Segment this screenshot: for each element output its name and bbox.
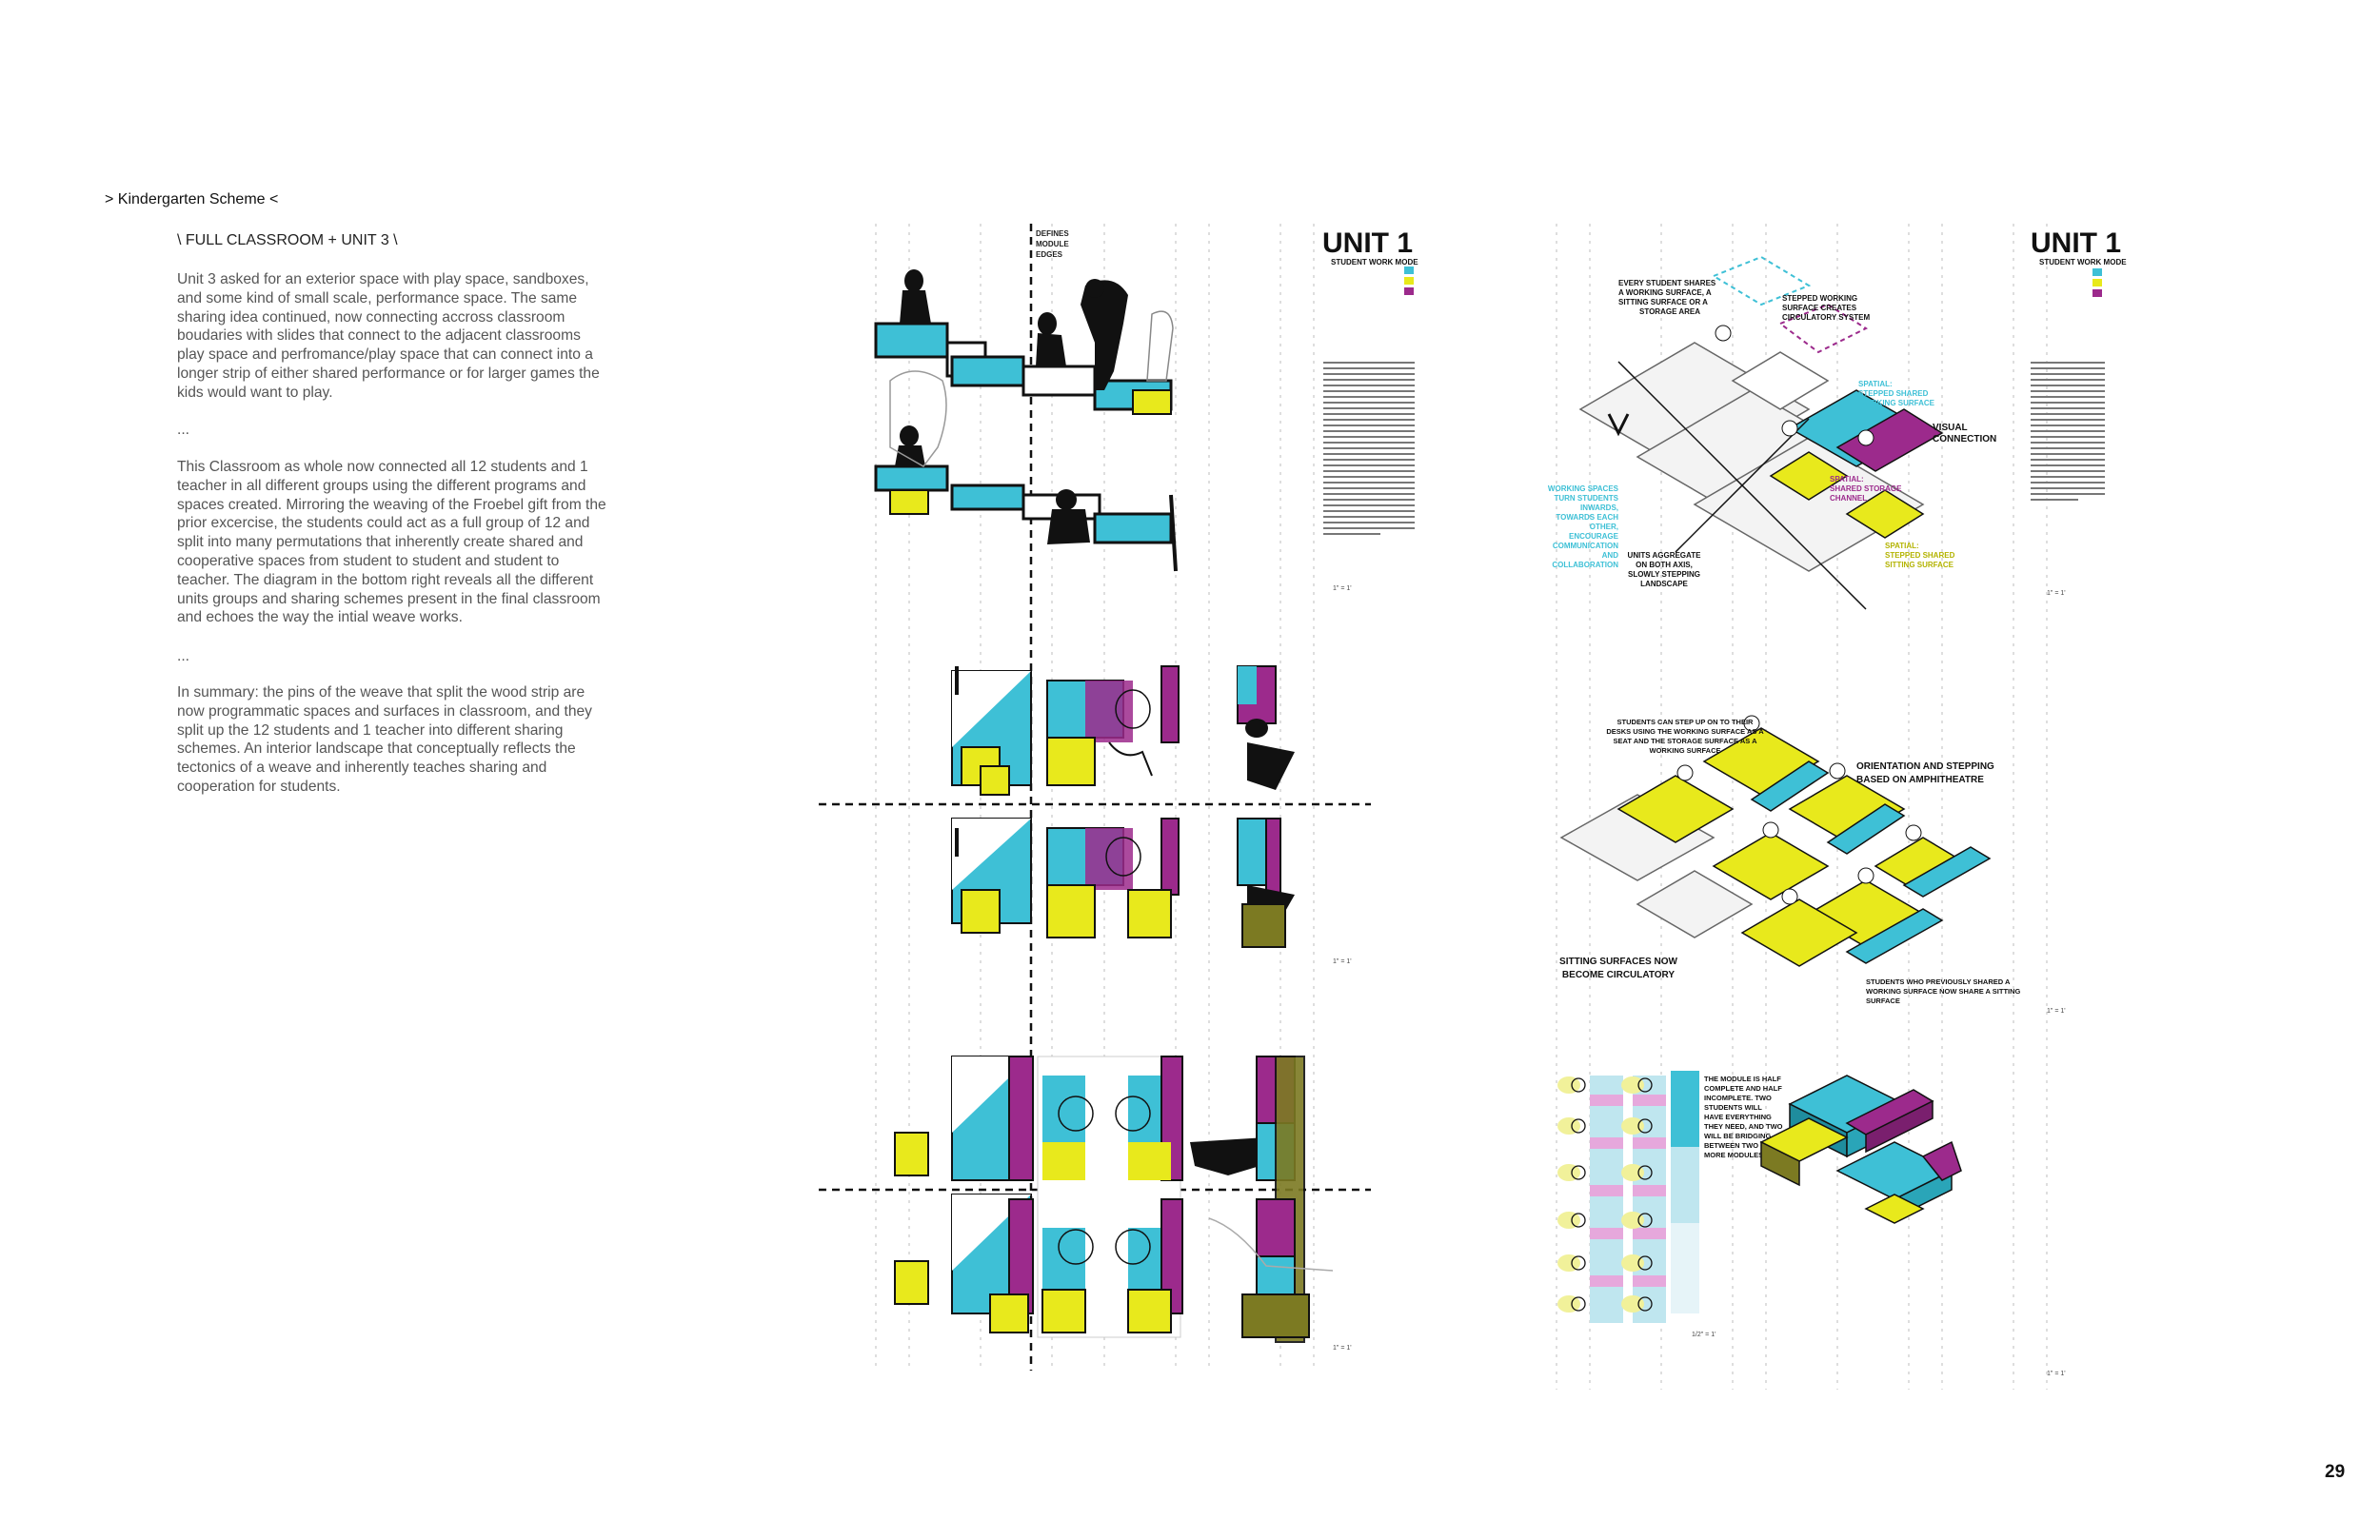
legend-swatch-magenta (2092, 289, 2102, 297)
annotation-spatial-working: STEPPED SHARED (1858, 389, 1929, 398)
scale-label: 1" = 1' (2047, 1008, 2066, 1015)
annotation-spatial-storage: CHANNEL (1830, 494, 1867, 503)
annotation-working-spaces: COLLABORATION (1552, 561, 1618, 569)
ellipsis-divider: ... (177, 422, 189, 438)
legend-swatch-yellow (2092, 279, 2102, 286)
annotation-every-student: STORAGE AREA (1639, 307, 1700, 316)
unit-title-block-right: UNIT 1 STUDENT WORK MODE (2031, 227, 2127, 501)
unit-title: UNIT 1 (1322, 227, 1413, 259)
section-subtitle: \ FULL CLASSROOM + UNIT 3 \ (177, 232, 398, 248)
unit-title: UNIT 1 (2031, 227, 2121, 259)
annotation-sitting: SITTING SURFACES NOW (1559, 957, 1677, 967)
plan-view-1 (951, 665, 1295, 796)
annotation-module-half: MORE MODULES. (1704, 1151, 1765, 1159)
annotation-working-spaces: AND (1602, 551, 1619, 560)
scale-label: 1/2" = 1' (1692, 1332, 1716, 1338)
annotation-module-half: WILL BE BRIDGING (1704, 1132, 1771, 1140)
axonometric-amphitheatre (1559, 715, 1992, 967)
annotation-stepped: CIRCULATORY SYSTEM (1782, 313, 1870, 322)
paragraph-unit3: Unit 3 asked for an exterior space with … (177, 271, 600, 401)
annotation-working-spaces: COMMUNICATION (1553, 542, 1618, 550)
scale-label: 1" = 1' (2047, 590, 2066, 597)
annotation-every-student: SITTING SURFACE OR A (1618, 298, 1708, 306)
annotation-every-student: A WORKING SURFACE, A (1618, 288, 1712, 297)
scale-label: 1" = 1' (2047, 1371, 2066, 1377)
annotation-orientation: BASED ON AMPHITHEATRE (1856, 775, 1984, 785)
annotation-module-half: INCOMPLETE. TWO (1704, 1094, 1772, 1102)
annotation-units-aggregate: UNITS AGGREGATE (1628, 551, 1702, 560)
annotation-module-half: HAVE EVERYTHING (1704, 1113, 1772, 1121)
module-sharing-diagram (1557, 1071, 1699, 1323)
section-elevation-1 (874, 269, 1174, 415)
annotation-stepped: STEPPED WORKING (1782, 294, 1857, 303)
axonometric-unit (1759, 1075, 1962, 1224)
axon-annotations: EVERY STUDENT SHARES A WORKING SURFACE, … (1548, 279, 1996, 588)
grid-lines (875, 224, 1315, 1371)
annotation-spatial-working: WORKING SURFACE (1858, 399, 1935, 407)
ellipsis-divider: ... (177, 648, 189, 664)
unit-subtitle: STUDENT WORK MODE (1331, 258, 1418, 267)
defines-label-line: MODULE (1036, 240, 1069, 248)
annotation-units-aggregate: SLOWLY STEPPING (1628, 570, 1700, 579)
annotation-step-up: SEAT AND THE STORAGE SURFACE AS A (1614, 737, 1758, 745)
annotation-visual: VISUAL (1933, 423, 1968, 433)
annotation-working-spaces: TOWARDS EACH (1556, 513, 1618, 522)
paragraph-summary: In summary: the pins of the weave that s… (177, 684, 592, 795)
annotation-module-half: THEY NEED, AND TWO (1704, 1122, 1783, 1131)
legend-swatch-cyan (2092, 268, 2102, 276)
amphitheatre-annotations: STUDENTS CAN STEP UP ON TO THEIR DESKS U… (1559, 718, 2020, 1005)
annotation-step-up: STUDENTS CAN STEP UP ON TO THEIR (1617, 718, 1755, 726)
annotation-working-spaces: WORKING SPACES (1548, 484, 1619, 493)
annotation-orientation: ORIENTATION AND STEPPING (1856, 761, 1994, 772)
scale-label: 1" = 1' (1333, 585, 1352, 592)
annotation-visual: CONNECTION (1933, 434, 1996, 444)
unit-title-block-left: UNIT 1 STUDENT WORK MODE (1322, 227, 1418, 535)
annotation-students-previously: SURFACE (1866, 997, 1900, 1005)
section-elevation-2 (874, 370, 1178, 572)
module-annotation: THE MODULE IS HALF COMPLETE AND HALF INC… (1704, 1075, 1783, 1159)
annotation-module-half: THE MODULE IS HALF (1704, 1075, 1781, 1083)
annotation-step-up: WORKING SURFACE (1650, 746, 1721, 755)
paragraph-classroom: This Classroom as whole now connected al… (177, 459, 606, 626)
annotation-units-aggregate: LANDSCAPE (1640, 580, 1688, 588)
annotation-spatial-sitting: SPATIAL: (1885, 542, 1919, 550)
annotation-spatial-working: SPATIAL: (1858, 380, 1893, 388)
annotation-sitting: BECOME CIRCULATORY (1562, 970, 1675, 980)
defines-label-line: DEFINES (1036, 229, 1069, 238)
legend-swatch-yellow (1404, 277, 1414, 285)
legend-swatch-cyan (1404, 267, 1414, 274)
legend-swatch-magenta (1404, 287, 1414, 295)
annotation-step-up: DESKS USING THE WORKING SURFACE AS A (1606, 727, 1764, 736)
right-drawing-stack: EVERY STUDENT SHARES A WORKING SURFACE, … (1548, 224, 2127, 1390)
annotation-module-half: BETWEEN TWO OR (1704, 1141, 1772, 1150)
axonometric-circulation (1578, 255, 1944, 610)
plan-view-2 (951, 666, 1295, 948)
annotation-module-half: STUDENTS WILL (1704, 1103, 1762, 1112)
unit-subtitle: STUDENT WORK MODE (2039, 258, 2127, 267)
annotation-spatial-storage: SPATIAL: (1830, 475, 1864, 484)
page-number: 29 (2325, 1462, 2346, 1482)
small-text-block (1323, 362, 1415, 535)
annotation-stepped: SURFACE CREATES (1782, 304, 1857, 312)
annotation-students-previously: STUDENTS WHO PREVIOUSLY SHARED A (1866, 977, 2011, 986)
scale-label: 1" = 1' (1333, 1345, 1352, 1352)
left-drawing-stack: DEFINES MODULE EDGES (819, 224, 1418, 1371)
annotation-working-spaces: ENCOURAGE (1569, 532, 1619, 541)
annotation-students-previously: WORKING SURFACE NOW SHARE A SITTING (1866, 987, 2021, 996)
annotation-working-spaces: TURN STUDENTS (1554, 494, 1618, 503)
defines-label-line: EDGES (1036, 250, 1063, 259)
scale-label: 1" = 1' (1333, 958, 1352, 965)
annotation-every-student: EVERY STUDENT SHARES (1618, 279, 1716, 287)
annotation-module-half: COMPLETE AND HALF (1704, 1084, 1782, 1093)
small-text-block (2031, 362, 2105, 501)
annotation-spatial-storage: SHARED STORAGE (1830, 484, 1902, 493)
annotation-units-aggregate: ON BOTH AXIS, (1636, 561, 1693, 569)
scheme-title: > Kindergarten Scheme < (105, 191, 279, 207)
annotation-spatial-sitting: SITTING SURFACE (1885, 561, 1954, 569)
classroom-plan-view (894, 1056, 1334, 1343)
annotation-spatial-sitting: STEPPED SHARED (1885, 551, 1955, 560)
annotation-working-spaces: INWARDS, (1580, 503, 1618, 512)
annotation-working-spaces: OTHER, (1590, 523, 1618, 531)
